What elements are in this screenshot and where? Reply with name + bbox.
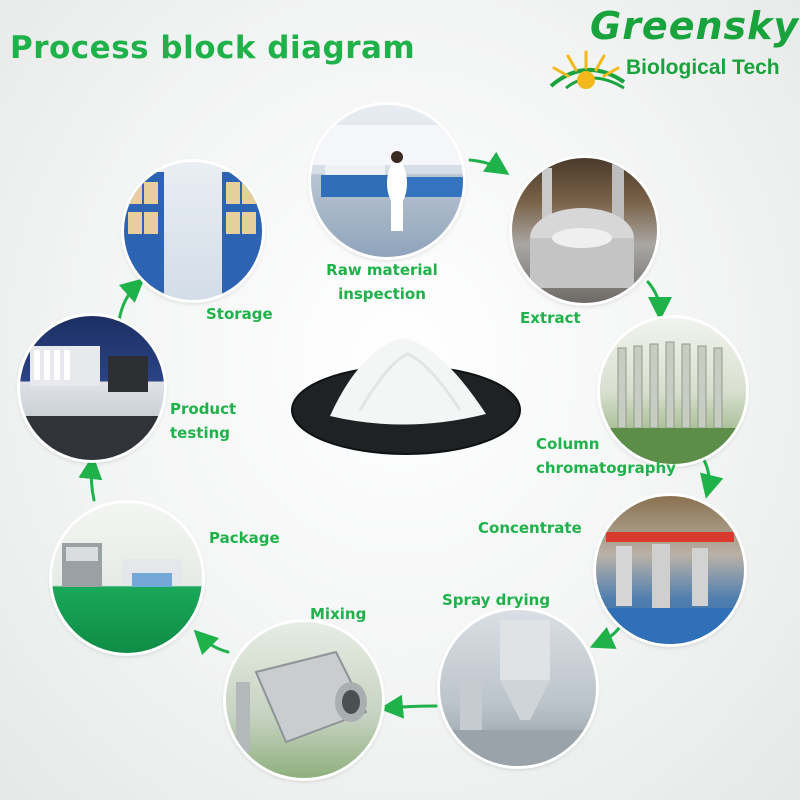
storage-label: Storage xyxy=(206,305,273,323)
arrow-spray-to-mixing xyxy=(379,694,438,719)
powder-dish-image xyxy=(291,338,521,455)
column-chromatography-image xyxy=(600,318,746,464)
extract-label: Extract xyxy=(520,309,581,327)
extraction-tank-photo-icon xyxy=(530,164,634,288)
arrow-extract-to-column xyxy=(646,280,672,321)
testing-lab-photo-icon xyxy=(20,346,164,460)
mixing-label: Mixing xyxy=(310,605,367,623)
raw-material-inspection-image xyxy=(311,105,463,257)
arrow-mixing-to-package xyxy=(193,629,230,656)
spray-dryer-photo-icon xyxy=(440,620,596,766)
mixing-image xyxy=(226,622,382,778)
sun-logo-icon xyxy=(549,50,626,90)
brand-subtitle: Biological Tech xyxy=(626,56,780,79)
product-testing-image xyxy=(20,316,164,460)
storage-image xyxy=(124,162,262,300)
packaging-room-photo-icon xyxy=(62,543,182,587)
concentration-plant-photo-icon xyxy=(596,532,744,644)
package-label: Package xyxy=(209,529,280,547)
column-chromatography-label: Column chromatography xyxy=(536,435,676,477)
warehouse-photo-icon xyxy=(124,172,262,300)
raw-material-inspection-label: Raw material inspection xyxy=(326,261,438,303)
package-image xyxy=(52,503,202,653)
spray-drying-label: Spray drying xyxy=(442,591,551,609)
concentrate-image xyxy=(596,496,744,644)
brand-name: Greensky xyxy=(590,4,800,48)
arrow-column-to-concentrate xyxy=(699,454,724,499)
arrow-package-to-testing xyxy=(78,455,103,502)
page-title: Process block diagram xyxy=(10,30,416,66)
spray-drying-image xyxy=(440,610,596,766)
laboratory-photo-icon xyxy=(311,125,463,231)
brand-logo: Greensky Biological Tech xyxy=(540,4,800,100)
extract-image xyxy=(512,158,657,303)
product-testing-label: Product testing xyxy=(170,400,237,442)
arrow-inspection-to-extract xyxy=(468,151,510,175)
mixer-photo-icon xyxy=(236,650,368,752)
concentrate-label: Concentrate xyxy=(478,519,582,537)
